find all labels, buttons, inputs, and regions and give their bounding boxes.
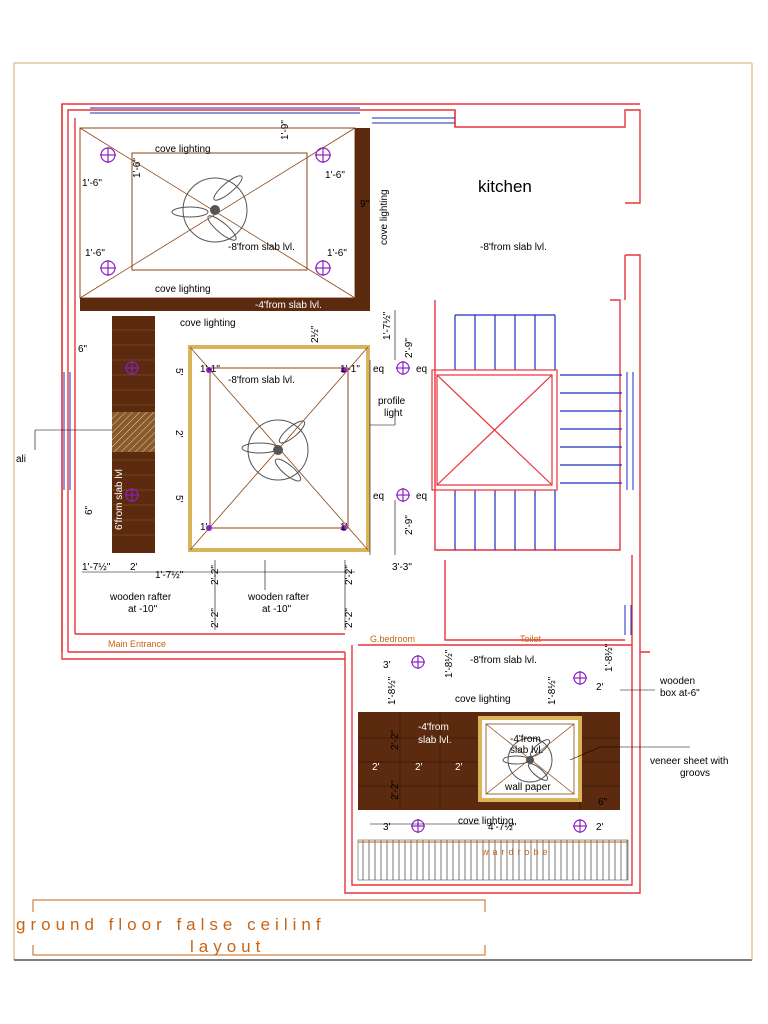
label-cove-lighting: cove lighting [458, 816, 514, 827]
dimension-text: 1'-6" [85, 248, 105, 259]
label-slab-level: slab lvl. [418, 735, 451, 746]
label-slab-level: -4'from [510, 734, 541, 745]
living-ceiling-center [188, 345, 370, 552]
bedroom-ceiling [357, 655, 629, 881]
dimension-text: 2' [173, 430, 184, 438]
dimension-text: 2' [372, 762, 380, 773]
label-wooden-rafter: at -10" [128, 604, 158, 615]
dimension-text: 1'-6" [82, 178, 102, 189]
room-label-kitchen: kitchen [478, 177, 532, 196]
label-slab-level: -8'from slab lvl. [470, 655, 537, 666]
down-light-icon [100, 147, 331, 276]
dimension-text: 6" [598, 797, 608, 808]
dimension-text: 1'-6" [325, 170, 345, 181]
ceiling-fan-icon [502, 737, 553, 783]
dimension-text: 2'-2" [390, 780, 401, 800]
label-wooden-box: box at-6" [660, 688, 700, 699]
drawing-frame [13, 62, 753, 961]
dimension-text: 1'-6" [132, 158, 143, 178]
label-eq: eq [416, 364, 427, 375]
room-label-toilet: Toilet [520, 634, 542, 644]
label-profile-light: profile [378, 396, 406, 407]
dimension-text: 6" [78, 344, 88, 355]
dimension-text: 2'-2" [344, 608, 355, 628]
label-slab-level: slab lvl. [510, 745, 543, 756]
label-profile-light: light [384, 408, 403, 419]
dimension-text: 1'-8½" [604, 643, 615, 672]
dimension-text: 2' [130, 562, 138, 573]
label-slab-level: -8'from slab lvl. [228, 242, 295, 253]
label-eq: eq [373, 364, 384, 375]
dimension-text: 2' [596, 822, 604, 833]
stair-void [431, 369, 558, 491]
dimension-text: 1'-1" [200, 364, 220, 375]
dimension-text: 2' [455, 762, 463, 773]
label-eq: eq [373, 491, 384, 502]
dimension-text: 2½" [310, 325, 321, 343]
wooden-rafter-strip [112, 316, 155, 553]
label-jali: ali [16, 454, 26, 465]
staircase [454, 314, 622, 550]
dimension-text: 4'-7½" [488, 822, 517, 833]
label-slab-level: -4'from slab lvl. [255, 300, 322, 311]
dimension-text: 2'-2" [390, 730, 401, 750]
title-block: ground floor false ceilinf layout [16, 899, 486, 956]
label-cove-lighting: cove lighting [455, 694, 511, 705]
dimension-text: 2' [596, 682, 604, 693]
dimension-text: 3'-3" [392, 562, 412, 573]
ceiling-fan-icon [241, 419, 309, 482]
label-slab-level: -8'from slab lvl. [228, 375, 295, 386]
label-slab-level: -8'from slab lvl. [480, 242, 547, 253]
label-eq: eq [416, 491, 427, 502]
label-veneer-sheet: groovs [680, 768, 710, 779]
dimension-text: 1'-6" [327, 248, 347, 259]
dimension-text: 9" [360, 199, 370, 210]
dimension-text: 1'-7½" [82, 562, 111, 573]
dimension-text: 1'-8½" [547, 676, 558, 705]
dimension-text: 5' [173, 368, 184, 376]
walls [61, 103, 650, 894]
dimension-lines [34, 310, 690, 825]
label-cove-lighting: cove lighting [379, 189, 390, 245]
dimension-text: 2'-9" [404, 338, 415, 358]
label-wooden-rafter: wooden rafter [109, 592, 172, 603]
dimension-text: 3' [383, 660, 391, 671]
dimension-text: 6" [84, 505, 95, 515]
dimension-text: 5' [173, 495, 184, 503]
label-wall-paper: wall paper [504, 782, 551, 793]
label-wooden-box: wooden [659, 676, 695, 687]
label-slab-level: 6'from slab lvl [114, 469, 125, 530]
windows [63, 107, 634, 635]
dimension-text: 1'-7½" [155, 570, 184, 581]
room-label-wardrobe: wardrobe [481, 847, 552, 857]
ceiling-fan-icon [171, 175, 248, 243]
dimension-text: 2'-2" [344, 565, 355, 585]
label-wooden-rafter: at -10" [262, 604, 292, 615]
dimension-text: 3' [383, 822, 391, 833]
drawing-title: ground floor false ceilinf [16, 915, 326, 934]
dimension-text: 1'-8½" [444, 649, 455, 678]
label-cove-lighting: cove lighting [155, 144, 211, 155]
dimension-text: 1'-9" [280, 120, 291, 140]
dimension-text: 2'-2" [210, 608, 221, 628]
label-slab-level: -4'from [418, 722, 449, 733]
dimension-text: 1' [340, 522, 348, 533]
label-wooden-rafter: wooden rafter [247, 592, 310, 603]
room-label-main-entrance: Main Entrance [108, 639, 166, 649]
label-cove-lighting: cove lighting [180, 318, 236, 329]
dimension-text: 1'-1" [340, 364, 360, 375]
label-cove-lighting: cove lighting [155, 284, 211, 295]
living-ceiling-top [79, 127, 370, 311]
dimension-text: 2' [415, 762, 423, 773]
dimension-text: 2'-9" [404, 515, 415, 535]
dimension-text: 1'-8½" [387, 676, 398, 705]
dimension-text: 2'-2" [210, 565, 221, 585]
room-label-g-bedroom: G.bedroom [370, 634, 415, 644]
label-veneer-sheet: veneer sheet with [650, 756, 728, 767]
drawing-subtitle: layout [190, 937, 265, 956]
dimension-text: 1' [200, 522, 208, 533]
dimension-text: 1'-7½" [382, 311, 393, 340]
